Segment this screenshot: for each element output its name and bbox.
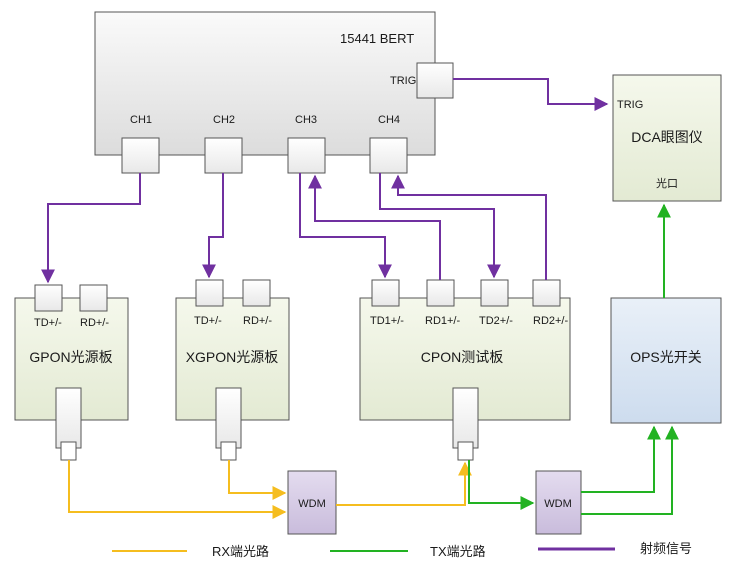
bert-box — [94, 11, 436, 156]
legend-rf-label: 射频信号 — [640, 541, 692, 556]
bert-ch2-label: CH2 — [213, 114, 235, 126]
cpon-optical-module — [452, 387, 479, 449]
xgpon-optical-port[interactable] — [220, 441, 237, 461]
rf-cpon-rd1-to-ch3 — [308, 174, 441, 280]
bert-trig-port[interactable] — [416, 62, 454, 99]
wdm-2-label: WDM — [544, 498, 572, 510]
gpon-board: TD+/- RD+/- GPON光源板 — [14, 284, 129, 461]
rf-ch4-to-cpon-td2 — [379, 173, 501, 279]
xgpon-rd-port[interactable] — [242, 279, 271, 307]
cpon-rd2-label: RD2+/- — [533, 315, 568, 327]
xgpon-td-label: TD+/- — [194, 315, 222, 327]
cpon-td2-port[interactable] — [480, 279, 509, 307]
bert-ch1-label: CH1 — [130, 114, 152, 126]
gpon-optical-port[interactable] — [60, 441, 77, 461]
wdm-1-box — [287, 470, 337, 535]
legend-tx-label: TX端光路 — [430, 544, 486, 559]
gpon-board-title: GPON光源板 — [29, 349, 112, 365]
dca-title: DCA眼图仪 — [631, 129, 703, 145]
bert-ch3-label: CH3 — [295, 114, 317, 126]
xgpon-rd-label: RD+/- — [243, 315, 272, 327]
tx-wdm-to-ops-2 — [581, 425, 679, 515]
cpon-board: TD1+/- RD1+/- TD2+/- RD2+/- CPON测试板 — [359, 279, 571, 461]
cpon-td1-port[interactable] — [371, 279, 400, 307]
rf-ch3-to-cpon-td1 — [299, 173, 392, 279]
wdm-1-label: WDM — [298, 498, 326, 510]
dca-box — [612, 74, 722, 202]
bert-trig-label: TRIG — [390, 75, 416, 87]
wdm-2: WDM — [535, 470, 582, 535]
bert-ch1-port[interactable] — [121, 137, 160, 174]
bert-ch3-port[interactable] — [287, 137, 326, 174]
bert-title: 15441 BERT — [340, 31, 414, 46]
bert-ch2-port[interactable] — [204, 137, 243, 174]
rf-ch1-to-gpon-td — [41, 173, 141, 284]
gpon-board-box — [14, 297, 129, 421]
rf-connections — [41, 78, 609, 284]
wdm-1: WDM — [287, 470, 337, 535]
dca-port-label: 光口 — [656, 176, 678, 190]
rf-cpon-rd2-to-ch4 — [391, 174, 547, 280]
rx-optical-paths — [68, 460, 472, 519]
ops-box — [610, 297, 722, 424]
cpon-rd2-port[interactable] — [532, 279, 561, 307]
cpon-rd1-port[interactable] — [426, 279, 455, 307]
gpon-td-port[interactable] — [34, 284, 63, 312]
gpon-rd-label: RD+/- — [80, 317, 109, 329]
bert-instrument: 15441 BERT TRIG CH1 CH2 CH3 CH4 — [94, 11, 454, 174]
rx-wdm-to-cpon — [336, 461, 472, 506]
xgpon-board: TD+/- RD+/- XGPON光源板 — [175, 279, 290, 461]
ops-switch: OPS光开关 — [610, 297, 722, 424]
cpon-rd1-label: RD1+/- — [425, 315, 460, 327]
gpon-optical-module — [55, 387, 82, 449]
wdm-2-box — [535, 470, 582, 535]
tx-optical-paths — [468, 203, 679, 515]
tx-wdm-to-ops-1 — [581, 425, 661, 493]
rx-xgpon-to-wdm — [228, 460, 287, 500]
ops-title: OPS光开关 — [630, 349, 702, 365]
bert-ch4-port[interactable] — [369, 137, 408, 174]
legend: RX端光路 TX端光路 射频信号 — [112, 541, 692, 559]
bert-ch4-label: CH4 — [378, 114, 400, 126]
xgpon-td-port[interactable] — [195, 279, 224, 307]
rx-gpon-to-wdm — [68, 460, 287, 519]
cpon-td2-label: TD2+/- — [479, 315, 513, 327]
legend-rx-label: RX端光路 — [212, 544, 269, 559]
xgpon-board-title: XGPON光源板 — [186, 349, 279, 365]
dca-trig-label: TRIG — [617, 99, 643, 111]
gpon-rd-port[interactable] — [79, 284, 108, 312]
rf-ch2-to-xgpon-td — [202, 173, 224, 279]
xgpon-optical-module — [215, 387, 242, 449]
cpon-board-title: CPON测试板 — [421, 349, 503, 365]
tx-cpon-to-wdm — [468, 460, 535, 510]
rf-trig-to-dca — [453, 78, 609, 111]
dca-instrument: TRIG DCA眼图仪 光口 — [612, 74, 722, 202]
cpon-td1-label: TD1+/- — [370, 315, 404, 327]
gpon-td-label: TD+/- — [34, 317, 62, 329]
cpon-optical-port[interactable] — [457, 441, 474, 461]
